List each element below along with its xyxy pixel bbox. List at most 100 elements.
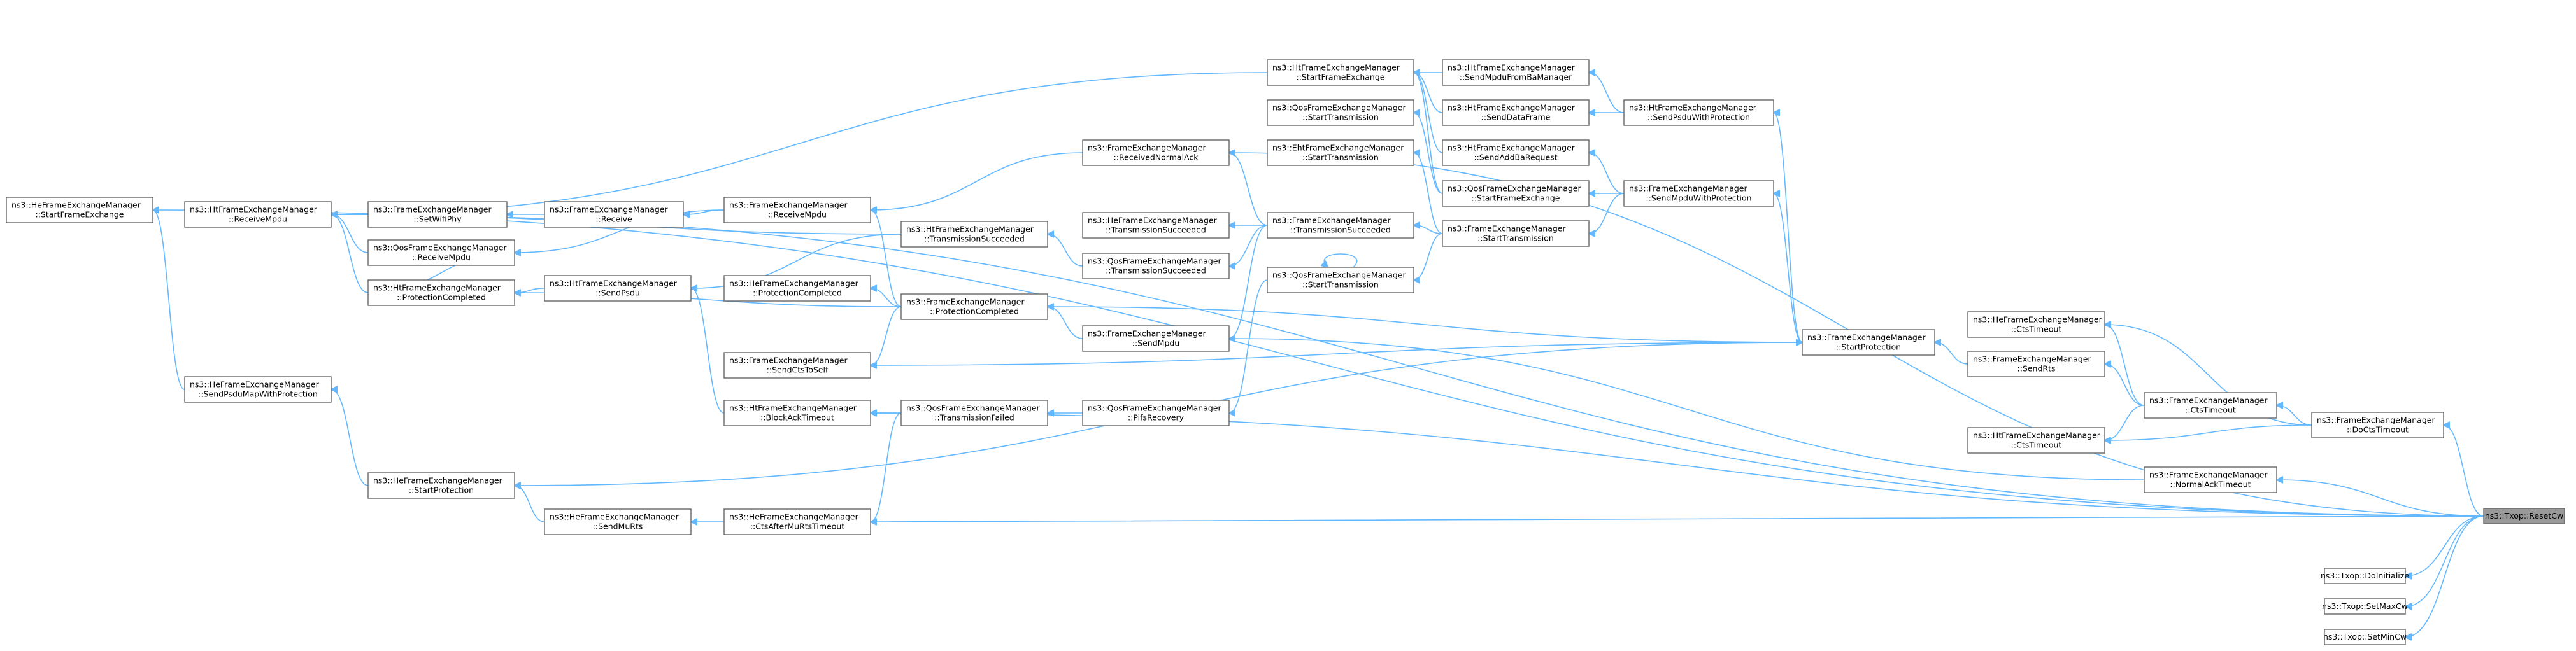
node-ht_sendpsdu[interactable]: ns3::HtFrameExchangeManager::SendPsdu	[544, 275, 692, 302]
node-label-line: ns3::FrameExchangeManager	[373, 205, 492, 214]
node-label-line: ns3::QosFrameExchangeManager	[373, 243, 507, 253]
node-label-line: ::StartTransmission	[1302, 280, 1379, 290]
edge-txop_setmaxcw-to-txop_resetcw	[2405, 515, 2484, 606]
node-label-line: ::CtsAfterMuRtsTimeout	[750, 522, 845, 531]
node-fem_protcompl[interactable]: ns3::FrameExchangeManager::ProtectionCom…	[900, 293, 1048, 320]
node-fem_starttx[interactable]: ns3::FrameExchangeManager::StartTransmis…	[1442, 220, 1590, 247]
node-box	[1967, 311, 2105, 338]
node-fem_startprot[interactable]: ns3::FrameExchangeManager::StartProtecti…	[1802, 329, 1935, 356]
edge-ht_sendaddba-to-fem_sendmpduwithprot	[1589, 153, 1625, 194]
node-label-line: ::Receive	[595, 214, 632, 224]
node-he_ctstimeout[interactable]: ns3::HeFrameExchangeManager::CtsTimeout	[1967, 311, 2105, 338]
node-box	[723, 275, 871, 302]
node-label-line: ns3::FrameExchangeManager	[550, 205, 668, 214]
node-qos_receivempdu[interactable]: ns3::QosFrameExchangeManager::ReceiveMpd…	[367, 239, 515, 266]
edge-qos_pifs-to-qos_starttx	[1229, 279, 1268, 413]
node-label-line: ns3::QosFrameExchangeManager	[906, 403, 1040, 413]
edge-fem_sendmpdu-to-fem_normalack	[1229, 339, 2145, 480]
node-label-line: ns3::HtFrameExchangeManager	[729, 403, 857, 413]
node-he_sendpsdumap[interactable]: ns3::HeFrameExchangeManager::SendPsduMap…	[184, 376, 332, 403]
node-fem_sendmpduwithprot[interactable]: ns3::FrameExchangeManager::SendMpduWithP…	[1623, 180, 1774, 207]
node-he_startprot[interactable]: ns3::HeFrameExchangeManager::StartProtec…	[367, 472, 515, 499]
node-box	[367, 239, 515, 266]
node-txop_setmincw[interactable]: ns3::Txop::SetMinCw	[2323, 629, 2407, 645]
node-label-line: ns3::HeFrameExchangeManager	[729, 512, 859, 522]
edge-fem_sendmpduwithprot-to-fem_startprot	[1774, 193, 1803, 343]
node-box	[1442, 220, 1590, 247]
node-fem_sendmpdu[interactable]: ns3::FrameExchangeManager::SendMpdu	[1082, 325, 1230, 352]
edge-fem_sendrts-to-fem_ctstimeout	[2105, 364, 2145, 406]
node-ht_protcompl[interactable]: ns3::HtFrameExchangeManager::ProtectionC…	[367, 279, 515, 306]
node-fem_receive[interactable]: ns3::FrameExchangeManager::Receive	[544, 201, 684, 228]
node-label-line: ::ProtectionCompleted	[753, 288, 842, 298]
node-label-line: ::TransmissionSucceeded	[1106, 266, 1206, 276]
node-he_startframeex[interactable]: ns3::HeFrameExchangeManager::StartFrameE…	[6, 197, 153, 223]
node-txop_doinit[interactable]: ns3::Txop::DoInitialize	[2321, 568, 2409, 584]
node-label-line: ns3::FrameExchangeManager	[2149, 396, 2268, 405]
edge-fem_receivempdu-to-fem_protcompl	[871, 210, 902, 307]
node-ht_sendpsduwithprot[interactable]: ns3::HtFrameExchangeManager::SendPsduWit…	[1623, 99, 1774, 126]
node-ht_sendaddba[interactable]: ns3::HtFrameExchangeManager::SendAddBaRe…	[1442, 139, 1590, 166]
edge-ht_receivempdu-to-ht_startframeex	[331, 72, 1268, 214]
node-fem_docts[interactable]: ns3::FrameExchangeManager::DoCtsTimeout	[2311, 412, 2444, 438]
node-label-line: ::ReceiveMpdu	[229, 214, 287, 224]
node-box	[1442, 59, 1590, 86]
node-txop_resetcw[interactable]: ns3::Txop::ResetCw	[2483, 508, 2565, 524]
node-box	[1442, 139, 1590, 166]
node-fem_txsucc[interactable]: ns3::FrameExchangeManager::TransmissionS…	[1267, 212, 1414, 239]
node-label-line: ns3::HeFrameExchangeManager	[729, 279, 859, 288]
node-fem_sendctstoself[interactable]: ns3::FrameExchangeManager::SendCtsToSelf	[723, 352, 871, 379]
node-he_protcompl[interactable]: ns3::HeFrameExchangeManager::ProtectionC…	[723, 275, 871, 302]
edge-fem_startprot-to-fem_sendctstoself	[870, 342, 1802, 366]
node-ht_startframeex[interactable]: ns3::HtFrameExchangeManager::StartFrameE…	[1267, 59, 1414, 86]
node-label-line: ::StartProtection	[409, 486, 474, 495]
node-box	[184, 376, 332, 403]
node-label-line: ::StartTransmission	[1477, 234, 1554, 243]
node-layer: ns3::Txop::ResetCwns3::Txop::DoInitializ…	[6, 59, 2565, 645]
node-label-line: ::TransmissionFailed	[934, 413, 1014, 423]
node-box	[1802, 329, 1935, 356]
node-label-line: ::SendDataFrame	[1481, 113, 1551, 122]
node-he_ctsaftermurts[interactable]: ns3::HeFrameExchangeManager::CtsAfterMuR…	[723, 508, 871, 535]
node-he_txsucc[interactable]: ns3::HeFrameExchangeManager::Transmissio…	[1082, 212, 1230, 239]
node-qos_starttx[interactable]: ns3::QosFrameExchangeManager::StartTrans…	[1267, 267, 1414, 293]
node-fem_ctstimeout[interactable]: ns3::FrameExchangeManager::CtsTimeout	[2144, 392, 2277, 419]
node-box	[723, 352, 871, 379]
node-fem_sendrts[interactable]: ns3::FrameExchangeManager::SendRts	[1967, 351, 2105, 377]
edge-qos_starttx_top-to-qos_startframeex	[1414, 113, 1443, 194]
node-qos_txfailed[interactable]: ns3::QosFrameExchangeManager::Transmissi…	[900, 400, 1048, 426]
node-box	[2483, 508, 2565, 524]
node-fem_receivempdu[interactable]: ns3::FrameExchangeManager::ReceiveMpdu	[723, 197, 871, 223]
node-label-line: ::ProtectionCompleted	[930, 307, 1019, 316]
node-eht_starttx[interactable]: ns3::EhtFrameExchangeManager::StartTrans…	[1267, 139, 1414, 166]
node-ht_receivempdu[interactable]: ns3::HtFrameExchangeManager::ReceiveMpdu	[184, 201, 332, 228]
node-label-line: ::ReceiveMpdu	[768, 210, 827, 220]
edge-he_ctsaftermurts-to-qos_txfailed	[871, 412, 902, 522]
node-label-line: ::SetWifiPhy	[413, 214, 462, 224]
node-txop_setmaxcw[interactable]: ns3::Txop::SetMaxCw	[2322, 598, 2408, 615]
node-label-line: ns3::HtFrameExchangeManager	[1448, 103, 1576, 113]
node-fem_setwifiphy[interactable]: ns3::FrameExchangeManager::SetWifiPhy	[367, 201, 508, 228]
node-label-line: ::BlockAckTimeout	[760, 413, 834, 423]
node-ht_senddataframe[interactable]: ns3::HtFrameExchangeManager::SendDataFra…	[1442, 99, 1590, 126]
node-fem_recvnormalack[interactable]: ns3::FrameExchangeManager::ReceivedNorma…	[1082, 139, 1230, 166]
node-label-line: ::SendAddBaRequest	[1474, 153, 1557, 162]
node-qos_txsucc[interactable]: ns3::QosFrameExchangeManager::Transmissi…	[1082, 253, 1230, 279]
node-qos_pifs[interactable]: ns3::QosFrameExchangeManager::PifsRecove…	[1082, 400, 1230, 426]
node-label-line: ::SendCtsToSelf	[767, 365, 829, 375]
node-qos_startframeex[interactable]: ns3::QosFrameExchangeManager::StartFrame…	[1442, 180, 1590, 207]
node-qos_starttx_top[interactable]: ns3::QosFrameExchangeManager::StartTrans…	[1267, 99, 1414, 126]
node-box	[544, 201, 684, 228]
edge-ht_ctstimeout-to-fem_ctstimeout	[2105, 405, 2145, 440]
node-ht_sendmpdufromba[interactable]: ns3::HtFrameExchangeManager::SendMpduFro…	[1442, 59, 1590, 86]
node-box	[2324, 598, 2406, 615]
node-label-line: ns3::QosFrameExchangeManager	[1448, 184, 1581, 193]
node-box	[1442, 99, 1590, 126]
node-ht_blockacktimeout[interactable]: ns3::HtFrameExchangeManager::BlockAckTim…	[723, 400, 871, 426]
node-he_sendmurts[interactable]: ns3::HeFrameExchangeManager::SendMuRts	[544, 508, 692, 535]
node-ht_txsucc[interactable]: ns3::HtFrameExchangeManager::Transmissio…	[900, 221, 1048, 248]
node-fem_normalack[interactable]: ns3::FrameExchangeManager::NormalAckTime…	[2144, 466, 2277, 493]
node-ht_ctstimeout[interactable]: ns3::HtFrameExchangeManager::CtsTimeout	[1967, 427, 2105, 454]
node-box	[1267, 212, 1414, 239]
